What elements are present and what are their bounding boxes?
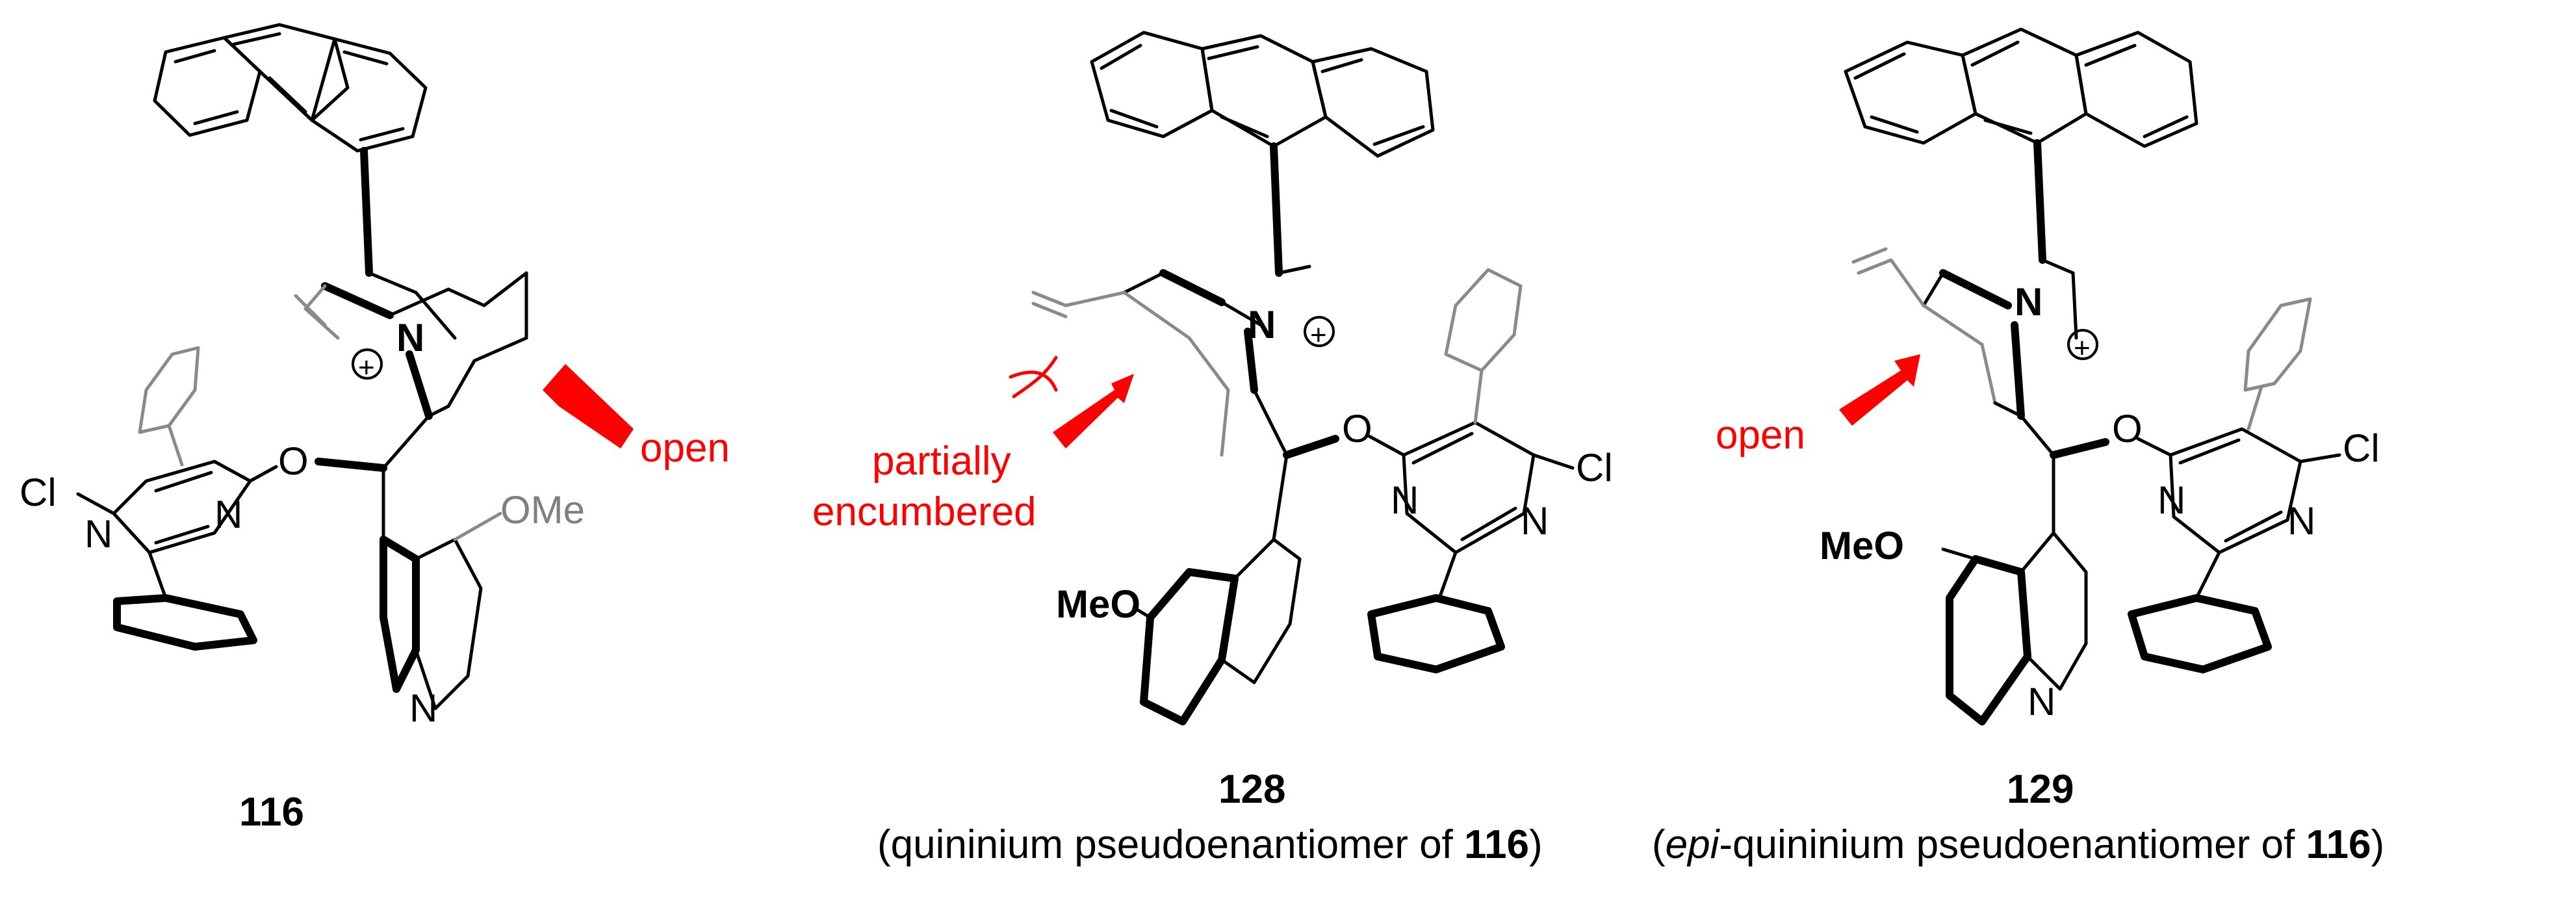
- quinuclidine-128: [1122, 265, 1311, 457]
- meo-129: MeO: [1820, 524, 1904, 567]
- quinuclidine-129: [1922, 258, 2078, 420]
- cl-116: Cl: [19, 471, 57, 514]
- pyrimidine-129: [2169, 427, 2302, 554]
- access-arrow-128: [1053, 374, 1134, 448]
- ome-116: OMe: [500, 488, 585, 532]
- n-pyr2-116: N: [84, 512, 112, 556]
- n-pyr2-128: N: [1521, 499, 1549, 543]
- anthracene-129: [1844, 27, 2198, 148]
- caption-128: (quininium pseudoenantiomer of 116): [877, 822, 1543, 867]
- naphthalene-128: [1140, 453, 1302, 725]
- structure-116: N + O N N Cl N OMe: [19, 23, 730, 835]
- o-ether-129: O: [2112, 407, 2143, 450]
- steric-clash-mark-128: [1009, 356, 1058, 398]
- anthracene-128: [1090, 31, 1435, 158]
- label-128: 128: [1218, 767, 1285, 812]
- access-arrow-129: [1839, 354, 1920, 426]
- label-116: 116: [239, 790, 304, 835]
- n-cation-129: N: [2015, 280, 2042, 324]
- n-pyr1-116: N: [214, 493, 242, 536]
- meo-128: MeO: [1056, 582, 1140, 626]
- cl-129: Cl: [2343, 426, 2380, 470]
- n-quinoline-129: N: [2028, 680, 2055, 723]
- label-129: 129: [2007, 767, 2074, 812]
- n-pyr1-129: N: [2157, 478, 2185, 522]
- quinuclidine-116: [321, 271, 528, 420]
- plus-116: +: [358, 352, 375, 384]
- o-ether-116: O: [278, 439, 309, 483]
- n-cation-128: N: [1248, 303, 1276, 346]
- plus-129: +: [2074, 332, 2091, 364]
- access-note-116: open: [640, 426, 730, 471]
- access-note-129: open: [1716, 413, 1805, 458]
- caption-129: (epi-quininium pseudoenantiomer of 116): [1652, 822, 2384, 867]
- structure-129: N + O N N Cl N MeO open 129 (: [1652, 27, 2384, 867]
- n-quinoline-116: N: [409, 686, 437, 730]
- access-note-128-line1: partially: [872, 439, 1011, 484]
- n-pyr1-128: N: [1391, 478, 1419, 522]
- structure-128: N + O N N Cl MeO partially encum: [812, 31, 1613, 867]
- n-cation-116: N: [396, 316, 424, 359]
- phenyl-128: [1367, 551, 1505, 673]
- cl-128: Cl: [1576, 446, 1613, 489]
- phenyl-129: [2128, 551, 2272, 673]
- quinoline-116: [380, 466, 502, 710]
- anthracene-116: [153, 23, 428, 153]
- pyrimidine-128: [1402, 421, 1536, 554]
- access-arrow-116: [543, 364, 634, 448]
- n-pyr2-129: N: [2287, 499, 2315, 543]
- plus-128: +: [1310, 319, 1327, 351]
- quinoline-129: [1946, 453, 2088, 725]
- access-note-128-line2: encumbered: [812, 489, 1037, 534]
- phenyl-116: [113, 551, 257, 651]
- o-ether-128: O: [1342, 407, 1372, 450]
